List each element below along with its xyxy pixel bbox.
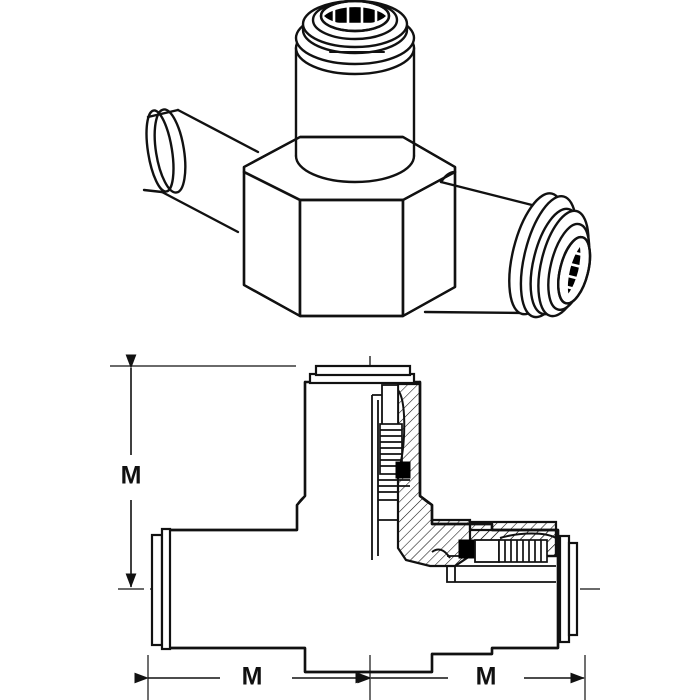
horizontal-left-dimension-label: M (242, 663, 263, 691)
iso-left-stem (142, 108, 260, 234)
iso-right-collet-teeth (559, 246, 587, 292)
right-socket-collar (558, 534, 579, 644)
section-fillets (296, 495, 433, 672)
iso-right-socket (423, 170, 592, 319)
left-socket-collar (150, 527, 172, 651)
horizontal-left-dimension: M (134, 663, 370, 691)
top-socket-collar (308, 364, 416, 385)
iso-body-block (242, 135, 457, 318)
vertical-height-dimension: M (121, 354, 142, 588)
horizontal-socket-internals (431, 532, 557, 583)
dimension-annotations: M M M (110, 354, 586, 700)
vertical-dimension-label: M (121, 462, 142, 490)
section-view (118, 356, 600, 674)
vertical-o-ring-seal (395, 461, 411, 479)
horizontal-right-dimension: M (357, 663, 585, 691)
horizontal-o-ring-seal (458, 539, 476, 559)
isometric-view (142, 0, 592, 319)
vertical-branch-internals (371, 384, 411, 560)
iso-top-socket (294, 0, 416, 184)
horizontal-right-dimension-label: M (476, 663, 497, 691)
horizontal-collet-teeth (498, 539, 548, 563)
iso-top-collet-teeth (328, 5, 384, 26)
